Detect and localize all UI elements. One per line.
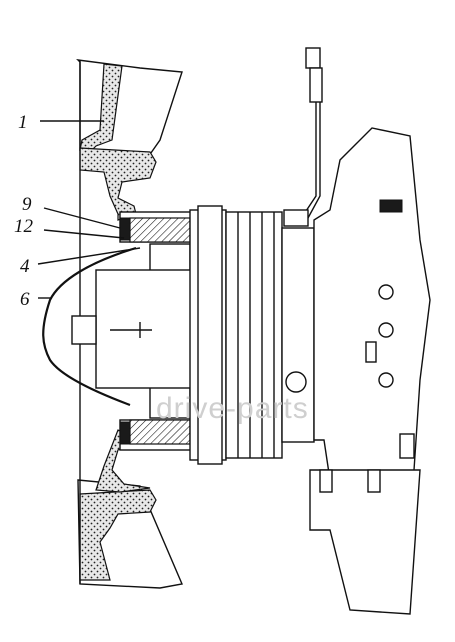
bolt-head (285, 371, 307, 393)
callout-1: 1 (18, 112, 28, 133)
leader-lines (37, 120, 141, 299)
shroud-ring (42, 246, 137, 407)
engine-bracket (309, 127, 431, 615)
bolt (119, 217, 131, 241)
callout-9: 9 (22, 194, 32, 215)
sensor-bolt (283, 209, 309, 227)
callout-4: 4 (20, 256, 30, 277)
clutch-hub (71, 205, 315, 465)
callout-6: 6 (20, 289, 30, 310)
watermark: drive-parts (156, 392, 309, 425)
pulley-grooves (225, 211, 283, 459)
sensor-connector (290, 47, 323, 219)
callout-12: 12 (14, 216, 34, 237)
bolt (119, 421, 131, 445)
fan-blade (76, 59, 183, 589)
